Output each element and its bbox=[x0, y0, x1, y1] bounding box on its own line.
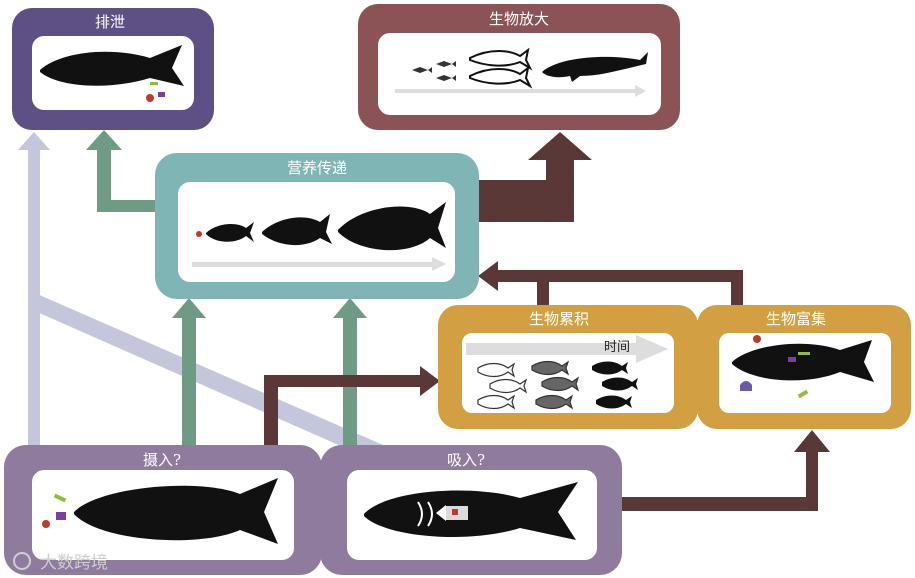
particle-icon bbox=[53, 493, 67, 503]
gill-icon bbox=[417, 501, 433, 527]
title-ingestion: 摄入? bbox=[143, 451, 181, 469]
particle-icon bbox=[56, 512, 66, 520]
fish-dark-icon bbox=[592, 361, 628, 375]
fish-icon bbox=[732, 340, 874, 382]
box-bioaccumulation bbox=[438, 305, 698, 429]
fish-outline-icon bbox=[541, 376, 580, 392]
title-biomagnification: 生物放大 bbox=[489, 10, 549, 28]
particle-icon bbox=[797, 389, 809, 399]
whale-icon bbox=[542, 52, 648, 82]
medium-fish-icon bbox=[469, 65, 533, 89]
fish-outline-icon bbox=[489, 378, 528, 394]
lavender-arrows bbox=[18, 132, 390, 458]
arrow-inhalation-to-concentration bbox=[622, 430, 830, 511]
particle-icon bbox=[196, 231, 202, 237]
medium-fish-icon bbox=[469, 47, 533, 71]
small-fish-icon bbox=[206, 222, 254, 242]
trend-arrow-head bbox=[432, 257, 446, 271]
arrow-ingestion-to-excretion bbox=[18, 132, 50, 445]
fish-icon bbox=[74, 478, 278, 544]
trend-arrow-head bbox=[635, 85, 646, 97]
title-trophic-transfer: 营养传递 bbox=[287, 159, 347, 177]
inhale-arrow-icon bbox=[436, 505, 446, 521]
particle-icon bbox=[146, 94, 154, 102]
title-bioconcentration: 生物富集 bbox=[766, 310, 826, 328]
particle-icon bbox=[753, 335, 761, 343]
fish-outline-icon bbox=[477, 394, 516, 410]
time-label: 时间 bbox=[604, 340, 630, 355]
fish-outline-icon bbox=[535, 394, 574, 410]
green-arrows bbox=[86, 130, 367, 445]
titles: 排泄 生物放大 营养传递 生物累积 生物富集 摄入? 吸入? bbox=[95, 10, 826, 469]
arrow-trophic-to-biomagnification bbox=[478, 132, 592, 222]
box-ingestion bbox=[4, 445, 322, 575]
large-fish-icon bbox=[338, 202, 446, 251]
particle-icon bbox=[798, 352, 810, 355]
small-fish-icon bbox=[436, 75, 456, 81]
particle-icon bbox=[42, 520, 50, 528]
time-arrow-head bbox=[636, 335, 668, 363]
fish-dark-icon bbox=[602, 377, 638, 391]
fish-icon bbox=[40, 45, 184, 86]
medium-fish-icon bbox=[262, 214, 332, 246]
box-bioconcentration bbox=[697, 305, 911, 429]
particle-icon bbox=[740, 381, 752, 391]
particle-icon bbox=[788, 357, 796, 362]
fish-outline-icon bbox=[531, 360, 570, 376]
arrow-accumulation-to-trophic bbox=[478, 261, 743, 310]
diagonal-band bbox=[28, 290, 390, 458]
small-fish-icon bbox=[436, 61, 456, 67]
box-biomagnification bbox=[358, 4, 680, 130]
fish-dark-icon bbox=[596, 395, 632, 409]
title-excretion: 排泄 bbox=[95, 13, 125, 31]
title-bioaccumulation: 生物累积 bbox=[529, 310, 589, 328]
arrow-inhalation-to-trophic bbox=[333, 298, 367, 445]
box-trophic-transfer bbox=[155, 153, 479, 299]
small-fish-icon bbox=[412, 67, 432, 73]
time-arrow bbox=[466, 343, 636, 355]
watermark-logo-icon bbox=[13, 552, 31, 570]
trend-arrow bbox=[395, 89, 635, 93]
title-inhalation: 吸入? bbox=[447, 451, 485, 469]
box-inhalation bbox=[320, 445, 622, 575]
arrow-ingestion-to-trophic bbox=[172, 298, 206, 445]
box-excretion bbox=[12, 8, 214, 130]
trend-arrow bbox=[192, 262, 432, 267]
particle-icon bbox=[452, 509, 458, 515]
arrow-trophic-to-excretion bbox=[86, 130, 165, 212]
fish-outline-icon bbox=[477, 362, 516, 378]
particle-icon bbox=[150, 82, 158, 85]
watermark: 大数跨境 bbox=[40, 553, 108, 573]
brown-arrows bbox=[264, 132, 830, 511]
arrow-ingestion-to-accumulation bbox=[264, 366, 440, 445]
particle-icon bbox=[158, 92, 165, 97]
